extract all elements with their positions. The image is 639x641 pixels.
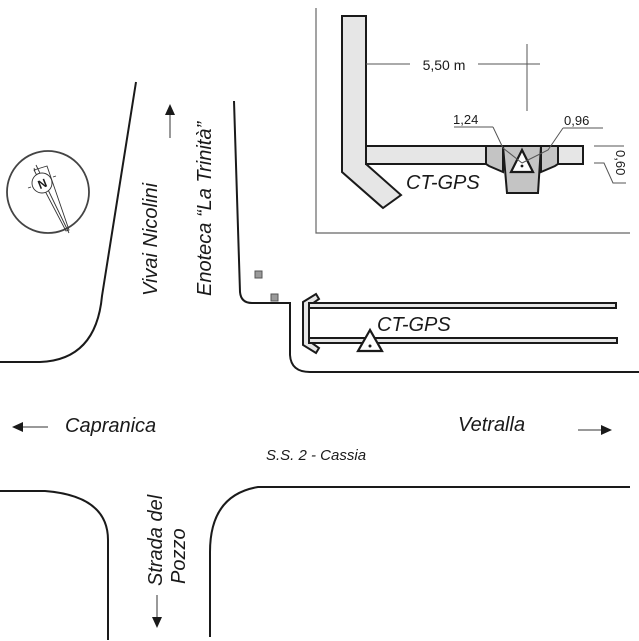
gps-marker-dot <box>368 344 372 348</box>
station-label: CT-GPS <box>377 314 451 336</box>
label-pozzo: Pozzo <box>168 528 190 584</box>
dim-wall-width-label: 0,60 <box>613 150 628 175</box>
marker-square <box>270 293 279 302</box>
arrow-left-icon <box>12 422 48 432</box>
arrow-up-icon <box>165 104 175 138</box>
label-capranica: Capranica <box>65 415 156 437</box>
dim-left-offset-label: 1,24 <box>453 112 478 127</box>
inset-gps-marker-dot <box>520 164 524 168</box>
marker-square <box>254 270 263 279</box>
road-edge-cassia-left <box>0 490 109 640</box>
road-edge-cassia-right <box>209 486 630 637</box>
inset-frame <box>315 8 630 234</box>
label-strada-del: Strada del <box>145 494 167 586</box>
inset-wall-vertical <box>341 15 403 210</box>
inset-station-label: CT-GPS <box>406 172 480 194</box>
site-wall-bottom <box>308 337 618 344</box>
site-structure: CT-GPS <box>302 292 618 355</box>
road-edge-enoteca <box>233 100 639 373</box>
inset-pit-right-wing <box>540 145 559 174</box>
label-ss2-cassia: S.S. 2 - Cassia <box>266 447 366 464</box>
inset-wall-horizontal-right <box>557 145 584 165</box>
inset-wall-horizontal-left <box>365 145 487 165</box>
dim-right-offset-label: 0,96 <box>564 113 589 128</box>
arrow-down-icon <box>152 595 162 628</box>
dim-leader-124 <box>492 126 523 164</box>
arrow-right-icon <box>578 425 612 435</box>
dim-leader-096 <box>521 127 564 164</box>
road-edge-vivai <box>0 81 137 363</box>
gps-marker-icon <box>356 327 384 353</box>
inset-detail: 5,50 m 1,24 0,96 0,60 CT-GPS <box>315 8 630 234</box>
inset-pit-left-wing <box>485 145 504 174</box>
label-vetralla: Vetralla <box>458 414 525 436</box>
compass-icon: N <box>6 150 90 234</box>
site-wall-top <box>308 302 617 309</box>
label-enoteca: Enoteca “La Trinità” <box>194 121 216 296</box>
inset-gps-marker-icon <box>509 147 535 174</box>
dim-060-bottom <box>594 162 626 184</box>
label-vivai-nicolini: Vivai Nicolini <box>140 182 162 296</box>
dim-distance-label: 5,50 m <box>423 57 466 73</box>
